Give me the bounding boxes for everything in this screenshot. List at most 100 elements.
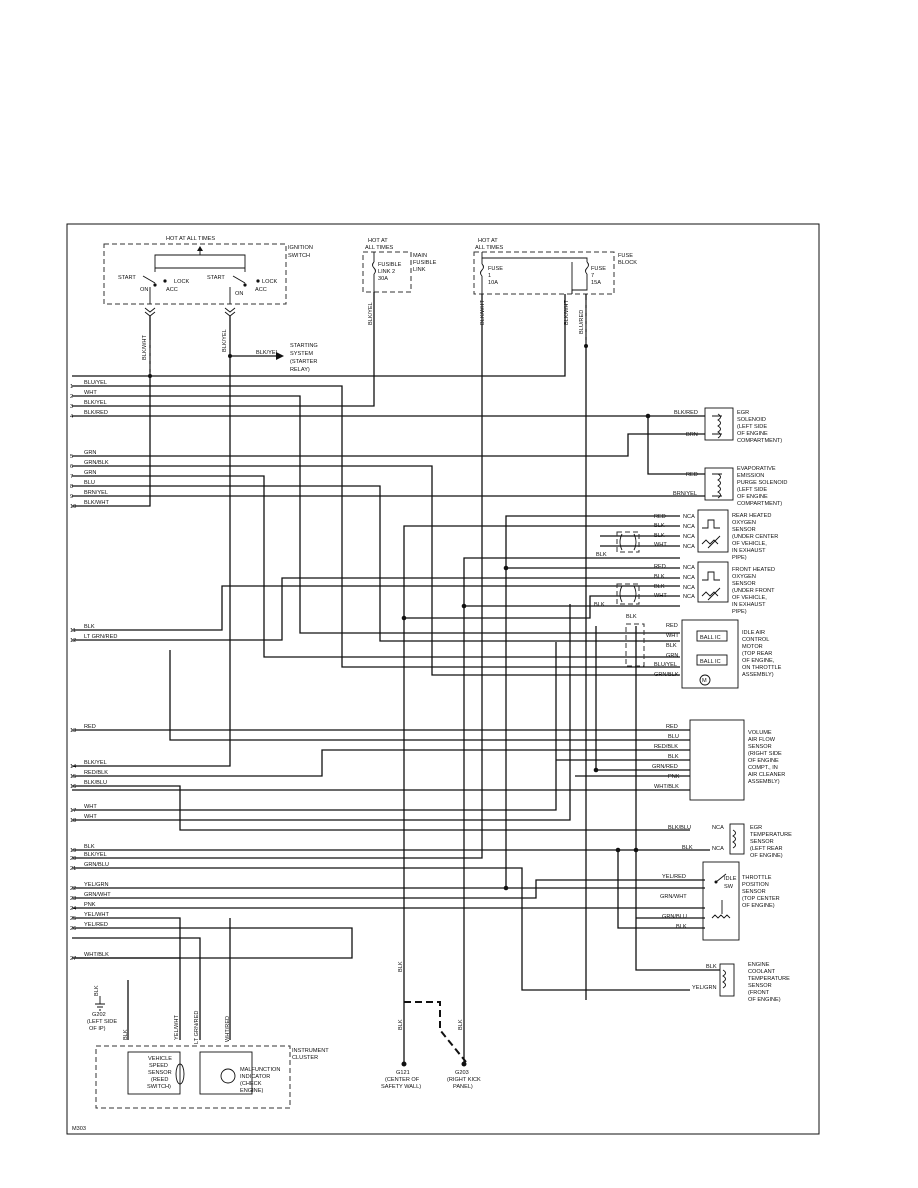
svg-text:BLK/WHT: BLK/WHT: [564, 300, 570, 325]
svg-text:MOTOR: MOTOR: [742, 644, 763, 650]
svg-text:NCA: NCA: [683, 524, 695, 530]
svg-text:ASSEMBLY): ASSEMBLY): [748, 779, 780, 785]
svg-text:BLK: BLK: [398, 1019, 404, 1030]
ecm-pin-number: 25: [70, 916, 76, 922]
svg-text:BLK/YEL: BLK/YEL: [256, 350, 279, 356]
ground-g121: BLK BLK G121 (CENTER OF SAFETY WALL): [381, 961, 421, 1090]
svg-text:BLU/RED: BLU/RED: [579, 310, 585, 334]
svg-text:AIR CLEANER: AIR CLEANER: [748, 772, 785, 778]
svg-text:EMISSION: EMISSION: [737, 473, 764, 479]
svg-text:WHT: WHT: [666, 633, 679, 639]
svg-text:OF ENGINE: OF ENGINE: [737, 494, 768, 500]
svg-text:PNK: PNK: [668, 774, 680, 780]
svg-text:ACC: ACC: [255, 287, 267, 293]
wiring: [72, 292, 720, 1063]
svg-text:(LEFT REAR: (LEFT REAR: [750, 846, 783, 852]
svg-text:LOCK: LOCK: [174, 279, 190, 285]
svg-text:OF ENGINE,: OF ENGINE,: [742, 658, 775, 664]
ecm-pin-color: BRN/YEL: [84, 490, 108, 496]
svg-text:OF ENGINE: OF ENGINE: [737, 431, 768, 437]
engine-coolant-temperature-sensor: ENGINE COOLANT TEMPERATURE SENSOR (FRONT…: [719, 962, 790, 1003]
ecm-pin-color: PNK: [84, 902, 96, 908]
ecm-pin-color: BLK/YEL: [84, 760, 107, 766]
ecm-pin-number: 22: [70, 886, 76, 892]
svg-text:RED: RED: [666, 724, 678, 730]
svg-text:HOT AT: HOT AT: [368, 238, 388, 244]
ecm-pin-color: BLK/YEL: [84, 400, 107, 406]
svg-text:RED: RED: [666, 623, 678, 629]
svg-text:COMPARTMENT): COMPARTMENT): [737, 501, 782, 507]
svg-text:SENSOR: SENSOR: [748, 983, 772, 989]
svg-text:BLOCK: BLOCK: [618, 260, 637, 266]
instrument-cluster: INSTRUMENT CLUSTER VEHICLE SPEED SENSOR …: [95, 1011, 329, 1109]
svg-text:BLK: BLK: [123, 1029, 129, 1040]
svg-text:INDICATOR: INDICATOR: [240, 1074, 270, 1080]
svg-text:FUSE: FUSE: [488, 266, 503, 272]
svg-text:BLK/YEL: BLK/YEL: [222, 329, 228, 352]
svg-text:YEL/WHT: YEL/WHT: [174, 1015, 180, 1040]
svg-text:SENSOR: SENSOR: [742, 889, 766, 895]
svg-text:BRN/YEL: BRN/YEL: [673, 491, 697, 497]
svg-text:ON: ON: [140, 287, 148, 293]
svg-text:BLK: BLK: [398, 961, 404, 972]
svg-text:LINK 2: LINK 2: [378, 269, 395, 275]
ecm-pin-number: 7: [70, 474, 73, 480]
ecm-pin-number: 4: [70, 414, 73, 420]
svg-text:PURGE SOLENOID: PURGE SOLENOID: [737, 480, 787, 486]
ecm-pin-color: YEL/GRN: [84, 882, 109, 888]
svg-text:SWITCH: SWITCH: [288, 253, 310, 259]
svg-text:IN EXHAUST: IN EXHAUST: [732, 602, 766, 608]
ground-g202: BLK G202 (LEFT SIDE OF IP): [87, 985, 117, 1032]
ecm-pin-color: BLU: [84, 480, 95, 486]
svg-text:RED: RED: [654, 514, 666, 520]
svg-text:ALL TIMES: ALL TIMES: [475, 245, 504, 251]
svg-text:(LEFT SIDE: (LEFT SIDE: [737, 424, 767, 430]
svg-text:(TOP CENTER: (TOP CENTER: [742, 896, 780, 902]
svg-text:SENSOR: SENSOR: [148, 1070, 172, 1076]
svg-text:BLK: BLK: [666, 643, 677, 649]
svg-text:BLK: BLK: [626, 614, 637, 620]
svg-text:BLK: BLK: [654, 574, 665, 580]
svg-text:RED/BLK: RED/BLK: [654, 744, 678, 750]
svg-text:LINK: LINK: [413, 267, 426, 273]
svg-text:IDLE AIR: IDLE AIR: [742, 630, 765, 636]
svg-text:YEL/GRN: YEL/GRN: [692, 985, 717, 991]
svg-text:BLK: BLK: [596, 552, 607, 558]
svg-text:(CHECK: (CHECK: [240, 1081, 262, 1087]
svg-text:SOLENOID: SOLENOID: [737, 417, 766, 423]
svg-text:OXYGEN: OXYGEN: [732, 520, 756, 526]
ecm-pin-color: BLK/BLU: [84, 780, 107, 786]
svg-text:BLK: BLK: [682, 845, 693, 851]
main-fusible-link: HOT AT ALL TIMES MAIN FUSIBLE LINK FUSIB…: [362, 238, 437, 293]
svg-text:MAIN: MAIN: [413, 253, 427, 259]
svg-text:SWITCH): SWITCH): [147, 1084, 171, 1090]
svg-text:BLK/YEL: BLK/YEL: [368, 302, 374, 325]
ecm-pin-number: 24: [70, 906, 76, 912]
svg-text:BLK/BLU: BLK/BLU: [668, 825, 691, 831]
svg-text:OF ENGINE: OF ENGINE: [748, 758, 779, 764]
svg-text:(RIGHT SIDE: (RIGHT SIDE: [748, 751, 782, 757]
ecm-pin-color: WHT: [84, 804, 97, 810]
svg-text:BLK/WHT: BLK/WHT: [142, 335, 148, 360]
ecm-pin-color: BLU/YEL: [84, 380, 107, 386]
ecm-pin-number: 23: [70, 896, 76, 902]
svg-text:START: START: [207, 275, 225, 281]
ignition-switch: HOT AT ALL TIMES IGNITION SWITCH START L…: [103, 236, 313, 305]
svg-text:NCA: NCA: [683, 565, 695, 571]
ecm-pin-number: 13: [70, 728, 76, 734]
svg-text:OF ENGINE): OF ENGINE): [742, 903, 775, 909]
svg-text:SENSOR: SENSOR: [750, 839, 774, 845]
ecm-pin-number: 26: [70, 926, 76, 932]
svg-text:SAFETY WALL): SAFETY WALL): [381, 1084, 421, 1090]
svg-text:IGNITION: IGNITION: [288, 245, 313, 251]
svg-text:EVAPORATIVE: EVAPORATIVE: [737, 466, 776, 472]
diagram-frame: [66, 223, 820, 1135]
ecm-pin-color: LT GRN/RED: [84, 634, 117, 640]
svg-text:BLK: BLK: [654, 523, 665, 529]
diagram-code: M303: [72, 1126, 86, 1132]
svg-text:7: 7: [591, 273, 594, 279]
svg-text:BLK: BLK: [594, 602, 605, 608]
ecm-pin-number: 10: [70, 504, 76, 510]
svg-text:(STARTER: (STARTER: [290, 359, 317, 365]
